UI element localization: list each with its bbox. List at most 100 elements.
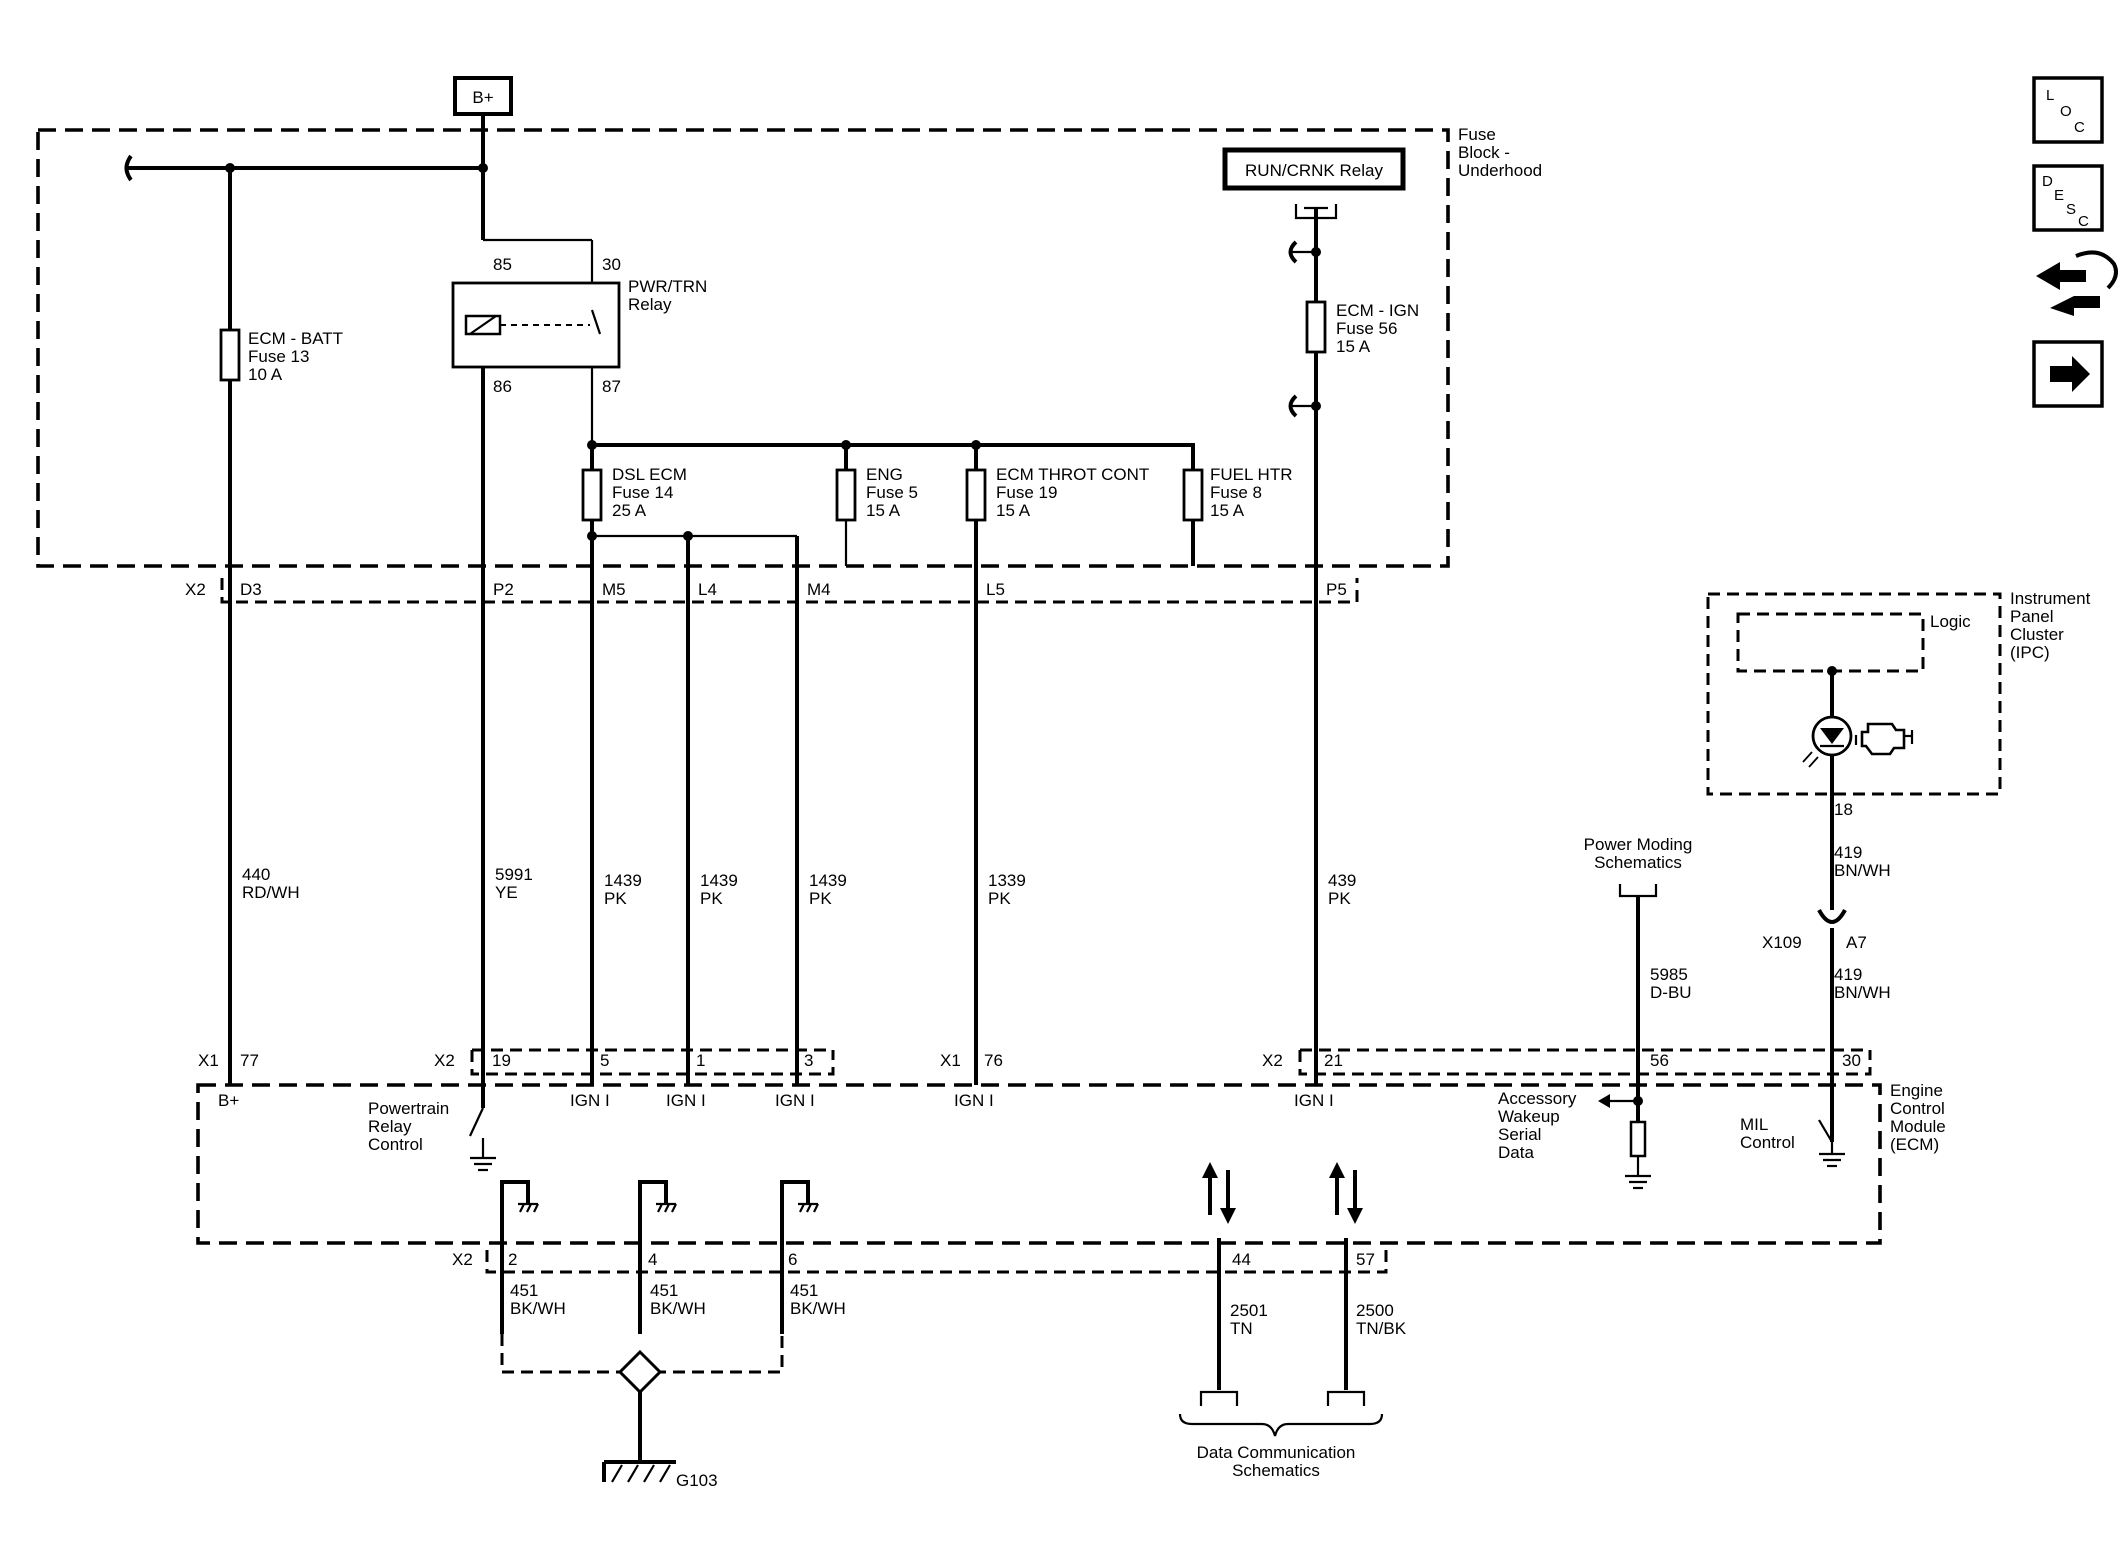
wire-2500-num: 2500 [1356,1301,1394,1320]
ipc-label: Instrument [2010,589,2091,608]
ecm-module-boundary [196,1083,1882,1245]
fuse-dsl-ecm-amps: 25 A [612,501,647,520]
ecm-internal-ground [500,1180,819,1238]
wire-5985-color: D-BU [1650,983,1692,1002]
fuse-fuel-htr-amps: 15 A [1210,501,1245,520]
ecm-pin-1: 1 [696,1051,705,1070]
wire-439-num: 439 [1328,871,1356,890]
svg-text:E: E [2054,187,2064,204]
powertrain-relay-control-label: Relay [368,1117,412,1136]
fuse-ecm-ign-amps: 15 A [1336,337,1371,356]
wire-419-num: 419 [1834,965,1862,984]
fuse-eng-num: Fuse 5 [866,483,918,502]
ecm-conn-x1: X1 [198,1051,219,1070]
relay-pin-86: 86 [493,377,512,396]
pin-d3: D3 [240,580,262,599]
fuse-ecm-throt-name: ECM THROT CONT [996,465,1149,484]
fuse-ecm-throt-cont [965,468,987,522]
ipc-pin-18: 18 [1834,800,1853,819]
fuse-dsl-ecm-name: DSL ECM [612,465,687,484]
ipc-boundary [1706,592,2002,796]
wire-419-color: BN/WH [1834,983,1891,1002]
wire-1439-num: 1439 [700,871,738,890]
pin-m5: M5 [602,580,626,599]
connector-icon[interactable] [2036,250,2118,316]
desc-icon[interactable]: D E S C [2032,164,2104,232]
x2-fuse-connector: X2 [185,580,206,599]
fuse-fuel-htr-name: FUEL HTR [1210,465,1293,484]
ecm-label: Module [1890,1117,1946,1136]
ipc-logic-block [1736,612,1925,673]
wire-1339-color: PK [988,889,1011,908]
ipc-label: Panel [2010,607,2053,626]
data-comm-label: Data Communication [1197,1443,1356,1462]
fuse-ecm-batt-amps: 10 A [248,365,283,384]
wire-1439-color: PK [604,889,627,908]
fuse-block-boundary [36,128,1450,568]
ecm-pin-44: 44 [1232,1250,1251,1269]
ecm-conn-x2: X2 [1262,1051,1283,1070]
wire-1439-num: 1439 [809,871,847,890]
power-moding-label: Power Moding [1584,835,1693,854]
ecm-pin-76: 76 [984,1051,1003,1070]
serial-data-arrows [1202,1162,1363,1224]
accessory-wakeup-label: Accessory [1498,1089,1577,1108]
fuse-eng-amps: 15 A [866,501,901,520]
ground-g103-label: G103 [676,1471,718,1490]
fuse-ecm-throt-num: Fuse 19 [996,483,1057,502]
wire-5985-num: 5985 [1650,965,1688,984]
fuse-eng [835,468,857,522]
wire-451-color: BK/WH [650,1299,706,1318]
run-crnk-relay-box [1222,147,1406,191]
fuse-fuel-htr-num: Fuse 8 [1210,483,1262,502]
wire-440-num: 440 [242,865,270,884]
wire-1439-color: PK [809,889,832,908]
ecm-pin-30: 30 [1842,1051,1861,1070]
x109-pin-a7: A7 [1846,933,1867,952]
fuse-block-label: Block - [1458,143,1510,162]
next-arrow-icon[interactable] [2032,340,2104,408]
relay-pin-30: 30 [602,255,621,274]
fuse-dsl-ecm [581,468,603,522]
wire-5991-color: YE [495,883,518,902]
relay-name: PWR/TRN [628,277,707,296]
splice-diamond [617,1349,663,1395]
power-moding-label: Schematics [1594,853,1682,872]
ecm-ign-input: IGN I [954,1091,994,1110]
ecm-pin-4: 4 [648,1250,657,1269]
fuse-ecm-throt-amps: 15 A [996,501,1031,520]
ipc-label: (IPC) [2010,643,2050,662]
ecm-pin-21: 21 [1324,1051,1343,1070]
ecm-conn-x2: X2 [434,1051,455,1070]
wire-451-color: BK/WH [790,1299,846,1318]
wire-1339-num: 1339 [988,871,1026,890]
fuse-fuel-htr [1182,468,1204,522]
ecm-label: (ECM) [1890,1135,1939,1154]
accessory-wakeup-resistor [1629,1120,1647,1158]
fuse-block-label: Fuse [1458,125,1496,144]
fuse-ecm-batt-num: Fuse 13 [248,347,309,366]
wire-451-num: 451 [510,1281,538,1300]
relay-pin-85: 85 [493,255,512,274]
ecm-pin-6: 6 [788,1250,797,1269]
ecm-pin-77: 77 [240,1051,259,1070]
relay-name: Relay [628,295,672,314]
bplus-source-label: B+ [472,88,493,107]
ecm-pin-2: 2 [508,1250,517,1269]
fuse-ecm-batt-name: ECM - BATT [248,329,343,348]
loc-icon[interactable]: L O C [2032,76,2104,144]
wire-1439-color: PK [700,889,723,908]
svg-text:C: C [2074,119,2085,136]
svg-text:C: C [2078,213,2089,230]
mil-control-label: Control [1740,1133,1795,1152]
ecm-pin-56: 56 [1650,1051,1669,1070]
ecm-bplus-input: B+ [218,1091,239,1110]
ecm-label: Control [1890,1099,1945,1118]
wire-2501-color: TN [1230,1319,1253,1338]
svg-text:L: L [2046,87,2054,104]
pin-l5: L5 [986,580,1005,599]
fuse-ecm-ign [1305,300,1327,354]
powertrain-relay-control-label: Control [368,1135,423,1154]
fuse-eng-name: ENG [866,465,903,484]
